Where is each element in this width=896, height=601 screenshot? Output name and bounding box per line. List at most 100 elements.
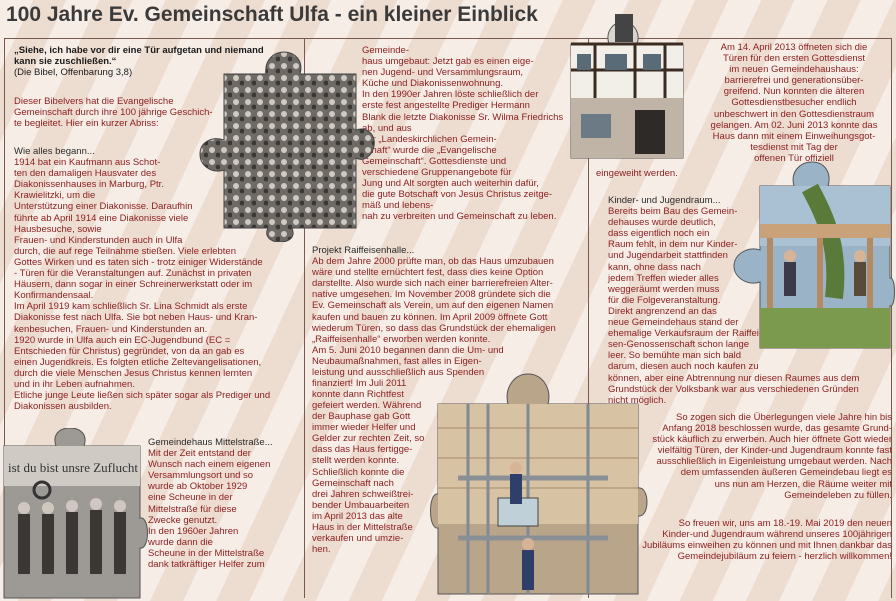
column-divider-1: [304, 38, 305, 598]
text-line: Mittelstraße für diese: [148, 503, 237, 515]
section-heading-jugendraum: Kinder- und Jugendraum...: [608, 195, 721, 206]
text-line: Diakonissen ausbilden.: [14, 401, 112, 413]
text-line: Diakonisse fest nach Ulfa. Sie bot neben…: [14, 312, 258, 324]
text-line: ehemalige Verkaufsraum der Raiffei-: [608, 328, 763, 340]
quote-source: (Die Bibel, Offenbarung 3,8): [14, 67, 133, 79]
text-line: Am 14. April 2013 öffneten sich die: [720, 42, 868, 53]
umbau-text: gefeiert werden. Während der Bauphase ga…: [312, 400, 437, 555]
text-line: Gemeindeleben zu füllen.: [784, 489, 892, 501]
text-line: weggeräumt werden muss: [608, 283, 720, 295]
text-line: Hausbesuche, sowie: [14, 223, 102, 235]
top-rule: [4, 38, 892, 39]
text-line: dem umfassenden äußeren Gemeindebau lieg…: [680, 467, 892, 479]
text-line: Unterstützung einer Diakonisse. Daraufhi…: [14, 201, 193, 213]
einladung-text: So freuen wir, uns am 18.-19. Mai 2019 d…: [596, 518, 892, 562]
text-line: Haus dann mit einem Einweihungsgot-: [712, 130, 876, 142]
svg-text:ist du bist unsre Zuflucht: ist du bist unsre Zuflucht: [8, 460, 138, 475]
text-line: Häusern, dann sogar in einer Schreinerwe…: [14, 279, 253, 291]
intro-text: Dieser Bibelvers hat die Evangelische Ge…: [14, 96, 234, 129]
text-line: offenen Tür offiziell: [754, 152, 834, 164]
text-line: native umgesehen. Im November 2008 gründ…: [312, 289, 551, 301]
text-line: dass das Haus fertigge-: [312, 444, 413, 456]
section-heading-raiffeisen: Projekt Raiffeisenhalle...: [312, 245, 415, 256]
text-line: Gelder zur rechten Zeit, so: [312, 433, 425, 445]
text-line: hen.: [312, 544, 331, 556]
text-line: mäß und lebens-: [362, 200, 434, 212]
text-line: Blank die letzte Diakonisse Sr. Wilma Fr…: [362, 111, 564, 123]
text-line: Etliche junge Leute ließen sich später s…: [14, 390, 271, 402]
text-line: durch die viele Menschen Jesus Christus …: [14, 367, 253, 379]
text-line: dass eigentlich noch ein: [608, 228, 710, 240]
text-line: Konfirmandensaal.: [14, 290, 94, 302]
text-line: der „Landeskirchlichen Gemein-: [362, 133, 497, 145]
text-line: Jubiläums einweihen zu können und mit Ih…: [642, 540, 892, 552]
text-line: kann, ohne dass nach: [608, 261, 701, 273]
text-line: „Raiffeisenhalle“ erworben werden konnte…: [312, 333, 491, 345]
text-line: Mit der Zeit entstand der: [148, 448, 251, 460]
text-line: die gute Botschaft von Jesus Christus ze…: [362, 189, 553, 201]
text-line: Gemeinschaft“. Gottesdienste und: [362, 155, 507, 167]
text-line: ausschließlich in Eigenleistung umgebaut…: [656, 456, 892, 468]
text-line: bender Umbauarbeiten: [312, 499, 410, 511]
text-line: verschiedene Gruppenangebote für: [362, 167, 512, 179]
text-line: Küche und Diakonissenwohnung.: [362, 78, 504, 90]
text-line: te begleitet. Hier ein kurzer Abriss:: [14, 118, 159, 130]
abschluss-text: So zogen sich die Überlegungen viele Jah…: [596, 412, 892, 501]
text-line: erste fest angestellte Prediger Hermann: [362, 100, 530, 112]
text-line: Gemeinschaft durch ihre 100 jährige Gesc…: [14, 107, 213, 119]
text-line: vielfältig Türen, der Kinder-und Jugendr…: [657, 445, 892, 457]
puzzle-photo-house: [570, 14, 684, 159]
text-line: Entschieden für Christus) gegründet, von…: [14, 345, 245, 357]
text-line: Diakonissenhauses in Marburg, Ptr.: [14, 179, 164, 191]
bible-quote: „Siehe, ich habe vor dir eine Tür aufget…: [14, 45, 269, 79]
text-line: Krawielitzki, um die: [14, 190, 96, 202]
text-line: Gemeindejubiläum zu feiern - herzlich wi…: [677, 551, 892, 563]
text-line: ab, und aus: [362, 122, 412, 134]
raiffeisen-text: Projekt Raiffeisenhalle... Ab dem Jahre …: [312, 245, 587, 400]
text-line: finanziert! Im Juli 2011: [312, 378, 407, 390]
text-line: konnte dann Richtfest: [312, 389, 404, 401]
text-line: im April 2013 das alte: [312, 510, 403, 522]
text-line: dank tatkräftiger Helfer zum: [148, 559, 265, 571]
text-line: Frauen- und Kinderstunden auch in Ulfa: [14, 234, 183, 246]
text-line: Ev. Gemeinschaft als Verein, um auf den …: [312, 300, 554, 312]
text-line: durch, die auf rege Teilnahme stießen. V…: [14, 245, 236, 257]
text-line: barrierefrei und generationsüber-: [724, 75, 864, 87]
text-line: und in ihr Leben aufnahmen.: [14, 378, 135, 390]
text-line: Im April 1919 kam schließlich Sr. Lina S…: [14, 301, 248, 313]
text-line: darstellte. Also wurde sich nach einer b…: [312, 278, 553, 290]
text-line: Dieser Bibelvers hat die Evangelische: [14, 96, 174, 107]
text-line: nah zu verbreiten und Gemeinschaft zu le…: [362, 211, 557, 223]
text-line: Neubaumaßnahmen, fast alles in Eigen-: [312, 355, 482, 367]
text-line: Gottesdienstbesucher endlich: [731, 97, 857, 109]
text-line: leer. So bemühte man sich bald: [608, 350, 742, 362]
text-line: Schließlich konnte die: [312, 466, 405, 478]
col2-top-text: Gemeinde- haus umgebaut: Jetzt gab es ei…: [362, 45, 584, 223]
text-line: So freuen wir, uns am 18.-19. Mai 2019 d…: [678, 518, 892, 529]
text-line: uns nun am Herzen, die Räume weiter mit: [714, 478, 892, 490]
text-line: Bereits beim Bau des Gemein-: [608, 206, 738, 218]
text-line: Raum fehlt, in dem nur Kinder-: [608, 239, 738, 251]
text-line: Gemeinde-: [362, 45, 409, 56]
text-line: greifend. Nun konnten die älteren: [723, 86, 865, 98]
section-heading-beginning: Wie alles begann...: [14, 146, 95, 157]
text-line: im neuen Gemeindehaushaus:: [729, 64, 859, 76]
text-line: drei Jahren schweißtrei-: [312, 488, 414, 500]
text-line: für die Folgeveranstaltung.: [608, 294, 721, 306]
puzzle-photo-mittelstrasse-group: ist du bist unsre Zuflucht: [3, 428, 148, 599]
text-line: der Bauphase gab Gott: [312, 411, 411, 423]
text-line: verkaufen und umzie-: [312, 533, 404, 545]
column-divider-2: [588, 38, 589, 598]
text-line: Wunsch nach einem eigenen: [148, 459, 271, 471]
text-line: gelangen. Am 02. Juni 2013 konnte das: [710, 119, 878, 131]
text-line: leistung und ausschließlich aus Spenden: [312, 367, 485, 379]
text-line: immer wieder Helfer und: [312, 422, 416, 434]
puzzle-photo-scaffolding: [430, 373, 648, 595]
text-line: schaft“ wurde die „Evangelische: [362, 144, 497, 156]
text-line: Am 5. Juni 2010 begannen dann die Um- un…: [312, 344, 504, 356]
text-line: Scheune in der Mittelstraße: [148, 547, 265, 559]
text-line: einen Jugendkreis. Es folgten etliche Ze…: [14, 356, 262, 368]
text-line: sen-Genossenschaft schon lange: [608, 339, 750, 351]
text-line: darum, diesen auch noch kaufen zu: [608, 361, 759, 373]
text-line: In den 1960er Jahren: [148, 525, 239, 537]
